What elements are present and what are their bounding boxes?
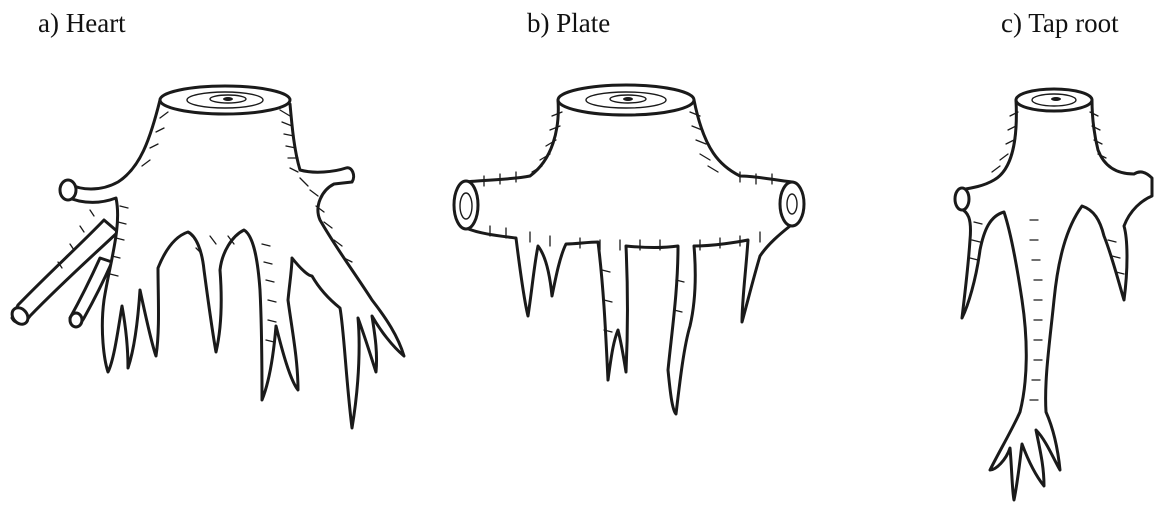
- plate-cut-end-left: [454, 181, 478, 229]
- heart-root-drawing: [9, 86, 404, 428]
- heart-root-body: [64, 91, 404, 428]
- tap-root-body: [960, 93, 1152, 501]
- tap-cut-end-left: [955, 188, 969, 210]
- plate-root-drawing: [454, 85, 804, 414]
- plate-root-body: [466, 90, 792, 414]
- tap-root-drawing: [955, 89, 1152, 500]
- plate-cut-end-right: [780, 182, 804, 226]
